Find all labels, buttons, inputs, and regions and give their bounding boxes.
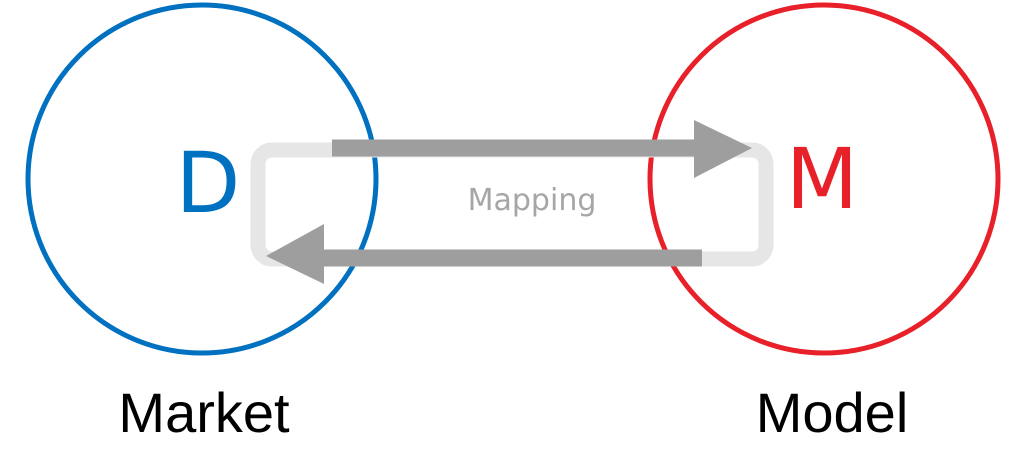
- backward-arrow: [266, 224, 702, 284]
- model-caption: Model: [756, 381, 909, 444]
- model-circle: [647, 2, 1001, 356]
- mapping-label: Mapping: [468, 183, 597, 218]
- model-letter: M: [786, 130, 858, 228]
- backward-arrow-head: [266, 224, 324, 284]
- market-caption: Market: [118, 381, 290, 444]
- market-letter: D: [176, 134, 241, 232]
- market-circle: [25, 2, 379, 356]
- forward-arrow-head: [694, 120, 752, 178]
- forward-arrow: [332, 120, 752, 178]
